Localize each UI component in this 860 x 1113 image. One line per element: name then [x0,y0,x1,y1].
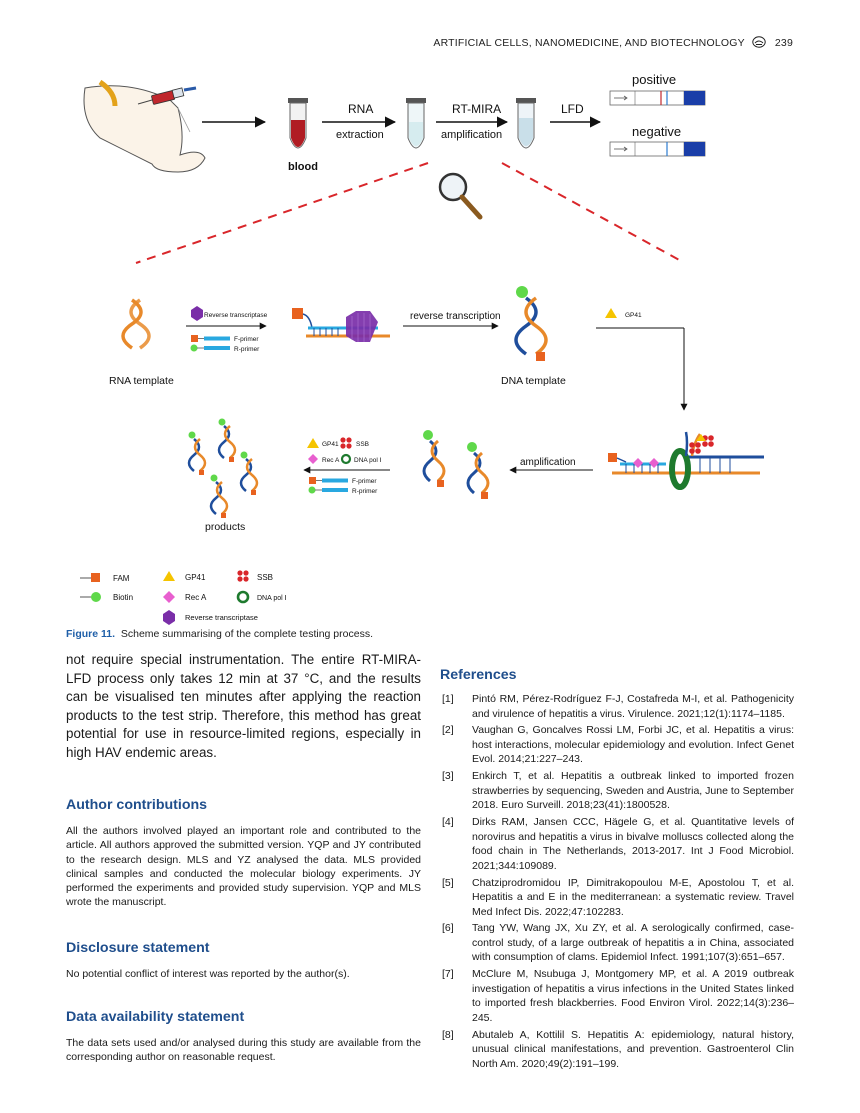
syringe-icon [137,86,197,105]
reverse-transcription-label: reverse transcription [410,311,501,322]
ssb-icon-bottom [340,437,352,449]
positive-label: positive [632,72,676,87]
author-contributions-text: All the authors involved played an impor… [66,825,421,909]
rna-tube [406,98,426,149]
gp41-icon-bottom [307,438,319,448]
references-heading: References [440,667,517,683]
recombinase-complex [608,431,764,490]
amplification-label-bottom: amplification [520,457,576,468]
blood-tube [288,98,308,149]
positive-test-strip [609,90,706,106]
zoom-dashed-line-left [135,162,429,264]
reference-item: [7]McClure M, Nsubuga J, Montgomery MP, … [442,968,794,1024]
rtmira-label: RT-MIRA [452,102,501,116]
journal-title: ARTIFICIAL CELLS, NANOMEDICINE, AND BIOT… [433,37,745,49]
figure-caption-label: Figure 11. [66,628,116,640]
figure-11-scheme: blood RNA extraction RT-MIRA amplificati… [80,72,764,625]
journal-logo-icon [752,36,766,48]
rna-template-label: RNA template [109,375,174,387]
blood-label: blood [288,161,318,173]
reference-item: [5]Chatziprodromidou IP, Dimitrakopoulou… [442,876,794,918]
amplification-label-top: amplification [441,129,502,141]
ssb-label-bottom: SSB [356,441,369,448]
reference-item: [1]Pintó RM, Pérez-Rodríguez F-J, Costaf… [442,693,794,720]
data-availability-heading: Data availability statement [66,1009,245,1025]
rec-a-icon-bottom [308,454,318,464]
product-helices [187,418,259,518]
legend-biotin: Biotin [113,593,133,602]
magnifier-icon [438,172,483,220]
disclosure-text: No potential conflict of interest was re… [66,968,350,980]
negative-label: negative [632,124,681,139]
extraction-label: extraction [336,129,384,141]
rna-label: RNA [348,102,373,116]
legend-rec-a: Rec A [185,593,207,602]
legend-ssb: SSB [257,573,273,582]
rna-helix [121,298,151,350]
zoom-dashed-line-right [501,162,684,263]
arm-illustration [83,79,206,173]
dna-pol-label-bottom: DNA pol Ⅰ [354,457,382,464]
products-label: products [205,521,245,533]
f-primer-label-bottom: F-primer [352,478,377,485]
rec-a-label-bottom: Rec A [322,457,340,464]
rt-complex [292,308,390,342]
legend-fam: FAM [113,574,130,583]
f-primer-label-mid: F-primer [234,336,259,343]
reference-item: [6]Tang YW, Wang JX, Xu ZY, et al. A ser… [442,922,794,964]
negative-test-strip [609,141,706,157]
gp41-label-mid: GP41 [625,312,642,319]
reverse-transcriptase-icon [191,306,203,321]
figure-caption: Figure 11. Scheme summarising of the com… [66,628,373,640]
page-number: 239 [774,37,793,49]
dna-template-label: DNA template [501,375,566,387]
reverse-transcriptase-label-mid: Reverse transcriptase [204,312,268,319]
reference-item: [8]Abutaleb A, Kottilil S. Hepatitis A: … [442,1028,794,1070]
author-contributions-heading: Author contributions [66,797,208,813]
dna-template-helix [514,286,548,361]
legend-reverse-transcriptase: Reverse transcriptase [185,613,258,622]
dna-pol-icon-bottom [340,453,352,465]
legend-dna-pol: DNA pol Ⅰ [257,595,287,602]
figure-legend: FAM GP41 SSB Biotin Rec A DNA pol Ⅰ Reve… [80,570,287,625]
data-availability-text: The data sets used and/or analysed durin… [66,1037,421,1064]
legend-gp41: GP41 [185,573,206,582]
references-list: [1]Pintó RM, Pérez-Rodríguez F-J, Costaf… [440,692,794,1074]
reference-item: [2]Vaughan G, Goncalves Rossi LM, Forbi … [442,724,794,766]
lfd-label: LFD [561,102,584,116]
running-header: ARTIFICIAL CELLS, NANOMEDICINE, AND BIOT… [0,36,793,49]
amplified-tube [516,98,536,149]
intro-paragraph: not require special instrumentation. The… [66,652,421,760]
reference-item: [4]Dirks RAM, Jansen CCC, Hägele G, et a… [442,816,794,872]
disclosure-heading: Disclosure statement [66,940,210,956]
gp41-icon-mid [605,308,617,318]
r-primer-label-bottom: R-primer [352,488,378,495]
figure-caption-text: Scheme summarising of the complete testi… [120,628,373,640]
gp41-label-bottom: GP41 [322,441,339,448]
r-primer-label-mid: R-primer [234,346,260,353]
reference-item: [3]Enkirch T, et al. Hepatitis a outbrea… [442,770,794,812]
amplified-helices [422,430,490,499]
